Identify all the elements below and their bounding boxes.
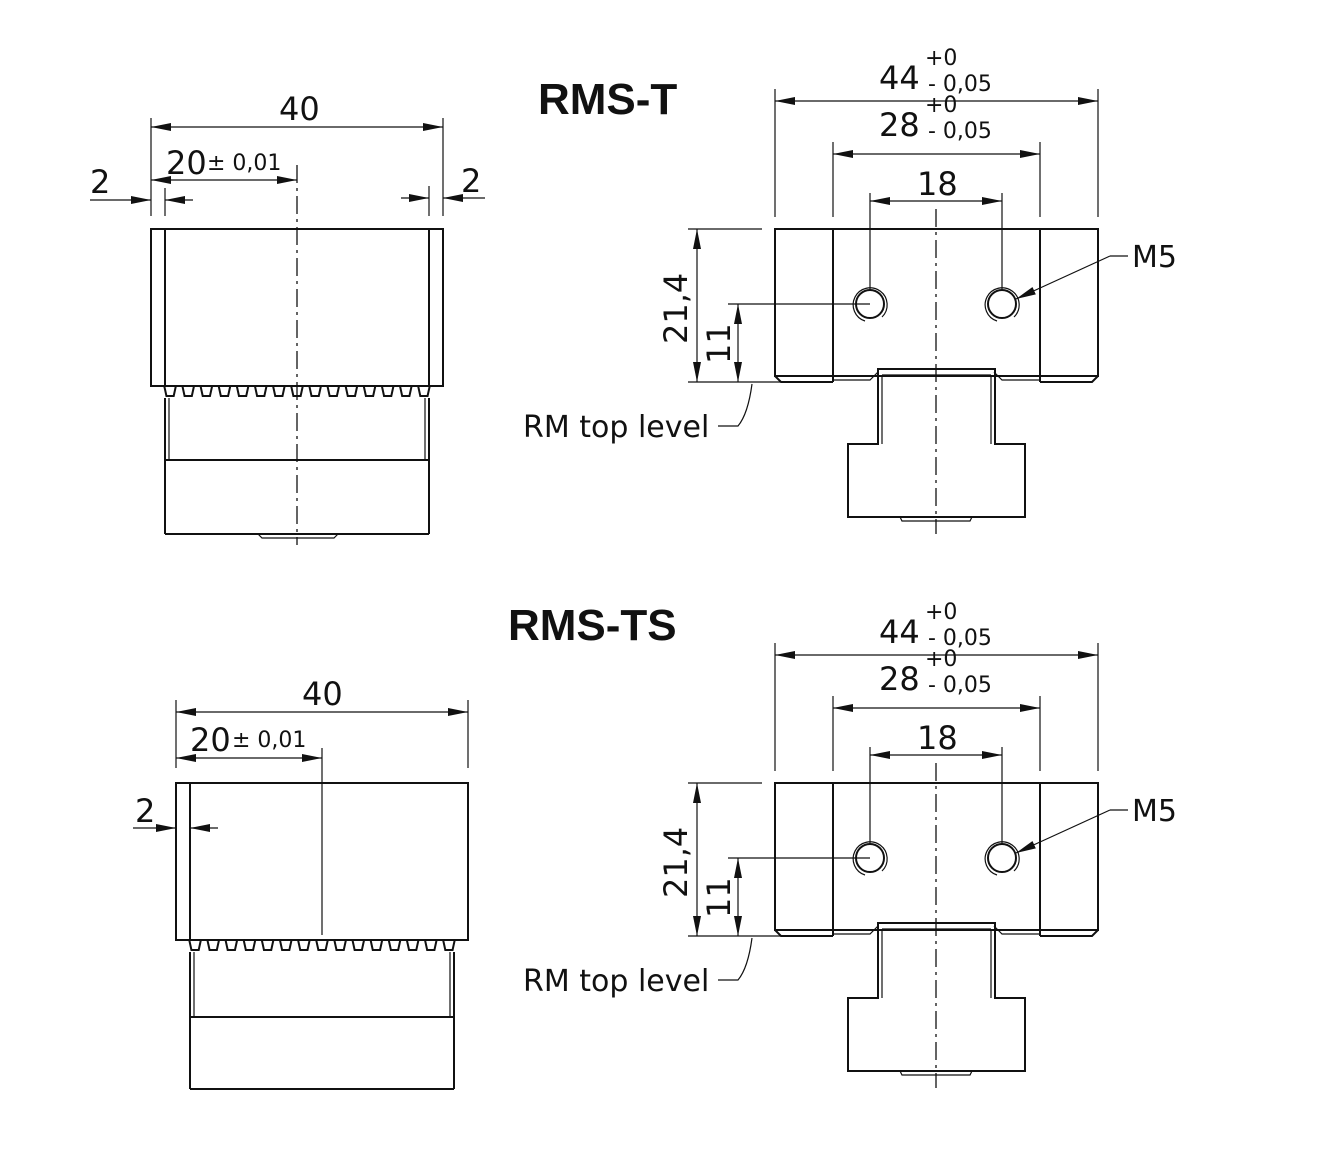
dim-inner-tol-lower: - 0,05 [928,119,992,144]
dim-left-offset: 2 [135,792,155,830]
dim-width-tol-upper: +0 [925,46,957,71]
dim-width-tol-upper: +0 [925,600,957,625]
dim-holes: 18 [917,165,958,203]
reference-label: RM top level [523,410,709,445]
dim-left-offset: 2 [90,163,110,201]
dim-right-offset: 2 [461,162,481,200]
dim-inner: 28 [879,106,920,144]
dim-inner-tol-upper: +0 [925,647,957,672]
t-slot-tenon [847,368,1026,518]
dim-inner-tol-lower: - 0,05 [928,673,992,698]
dim-overall-40: 40 [279,90,320,128]
threaded-hole-2 [987,289,1017,319]
reference-label: RM top level [523,964,709,999]
title-rms-ts: RMS-TS [508,601,677,650]
thread-label: M5 [1132,240,1177,275]
side-view-rms-t: 40 20 ± 0,01 2 2 [90,90,485,545]
dim-height: 21,4 [657,273,695,344]
thread-label: M5 [1132,794,1177,829]
dim-center-20: 20 [166,144,207,182]
dim-width: 44 [879,59,920,97]
m5-leader [1015,809,1111,854]
rm-top-level-leader [718,937,753,981]
title-rms-t: RMS-T [538,75,677,124]
threaded-hole-2 [987,843,1017,873]
dim-overall-40: 40 [302,675,343,713]
m5-leader [1015,255,1111,300]
dim-inner: 28 [879,660,920,698]
side-view-rms-ts: 40 20 ± 0,01 2 [133,675,469,1090]
dim-width: 44 [879,613,920,651]
dim-width-tol-lower: - 0,05 [928,626,992,651]
rm-top-level-leader [718,383,753,427]
rack-teeth [176,939,468,951]
dim-hole-height: 11 [700,323,738,364]
t-slot-tenon [847,922,1026,1072]
dim-center-20: 20 [190,721,231,759]
dim-hole-height: 11 [700,877,738,918]
dim-holes: 18 [917,719,958,757]
dim-center-tol: ± 0,01 [207,151,281,176]
dim-center-tol: ± 0,01 [232,728,306,753]
dim-height: 21,4 [657,827,695,898]
dim-width-tol-lower: - 0,05 [928,72,992,97]
dim-inner-tol-upper: +0 [925,93,957,118]
